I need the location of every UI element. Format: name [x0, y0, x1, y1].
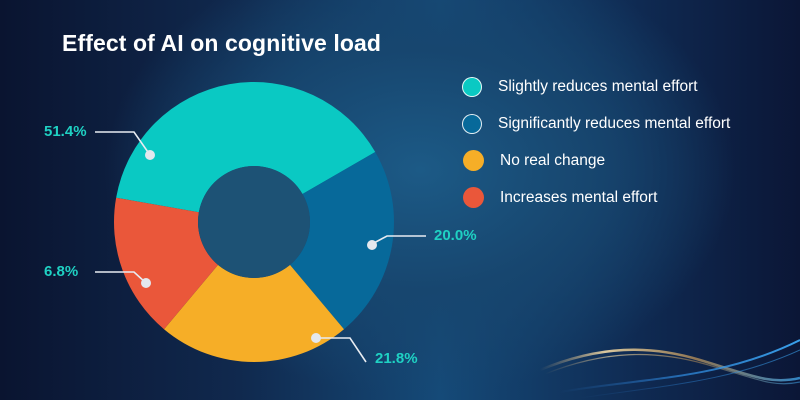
slice-no-real-change	[164, 264, 344, 363]
legend-item-slightly-reduces: Slightly reduces mental effort	[462, 68, 730, 105]
slice-slightly-reduces	[116, 82, 376, 213]
label-no-real-change: 21.8%	[375, 350, 418, 367]
legend-swatch-teal-icon	[462, 76, 482, 97]
legend-label: No real change	[500, 151, 606, 169]
legend-swatch-blue-icon	[462, 113, 482, 134]
label-slightly-reduces: 51.4%	[44, 123, 87, 140]
leader-lines	[95, 131, 426, 363]
donut-hole	[198, 166, 310, 278]
legend-label: Significantly reduces mental effort	[498, 114, 731, 132]
legend-label: Increases mental effort	[500, 188, 658, 206]
chart-title: Effect of AI on cognitive load	[62, 30, 382, 56]
slice-increases	[114, 197, 219, 330]
legend: Slightly reduces mental effort Significa…	[462, 68, 730, 216]
legend-label: Slightly reduces mental effort	[498, 77, 698, 95]
legend-swatch-yellow-icon	[463, 150, 484, 171]
legend-item-no-real-change: No real change	[462, 142, 730, 179]
slice-significantly-reduces	[289, 152, 394, 330]
label-increases: 6.8%	[44, 263, 79, 280]
label-significantly-reduces: 20.0%	[434, 227, 477, 244]
legend-swatch-red-icon	[463, 187, 484, 208]
leader-dots	[141, 150, 377, 343]
legend-item-increases: Increases mental effort	[462, 179, 730, 216]
legend-item-significantly-reduces: Significantly reduces mental effort	[462, 105, 730, 142]
